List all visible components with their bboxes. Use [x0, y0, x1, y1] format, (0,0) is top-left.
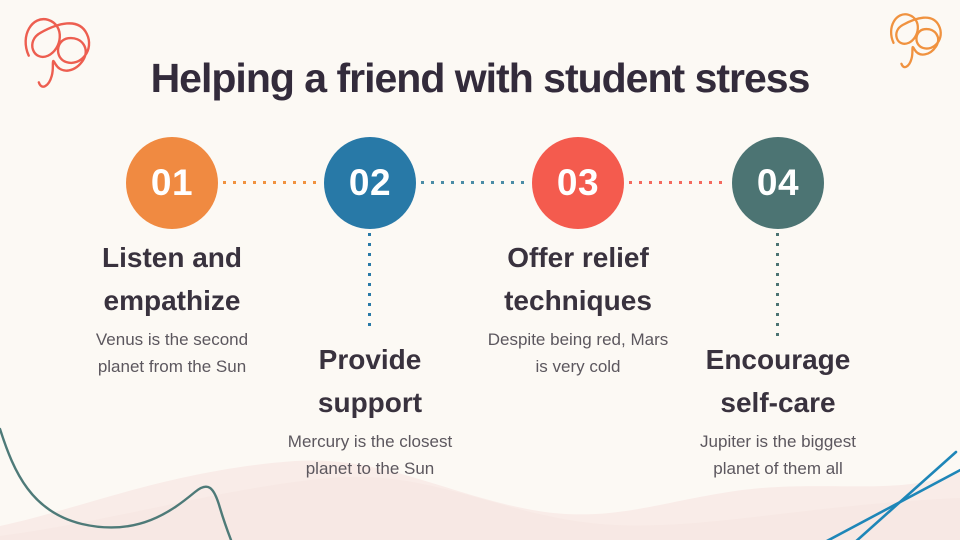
step-1-number-badge: 01 [126, 137, 218, 229]
step-3-title: Offer relief techniques [504, 242, 652, 316]
step-1-description: Venus is the second planet from the Sun [95, 330, 249, 376]
slide-title: Helping a friend with student stress [150, 55, 811, 101]
step-1-text-block: Listen and empathize Venus is the second… [67, 236, 277, 380]
step-3-number-badge: 03 [532, 137, 624, 229]
dotted-connector-2-down [368, 233, 371, 331]
step-2-number-badge: 02 [324, 137, 416, 229]
step-3-number: 03 [556, 162, 600, 203]
step-1-number: 01 [150, 162, 194, 203]
wave-line-icon [0, 427, 233, 540]
step-4-number: 04 [756, 162, 800, 203]
pink-hills-overlay-shape [0, 476, 960, 540]
step-2-description: Mercury is the closest planet to the Sun [287, 432, 453, 478]
step-3-text-block: Offer relief techniques Despite being re… [473, 236, 683, 380]
step-4-description: Jupiter is the biggest planet of them al… [700, 432, 856, 478]
step-4-text-block: Encourage self-care Jupiter is the bigge… [673, 338, 883, 482]
step-2-text-block: Provide support Mercury is the closest p… [265, 338, 475, 482]
step-2-title: Provide support [317, 344, 423, 418]
scribble-left-icon [24, 18, 91, 88]
step-1-title: Listen and empathize [101, 242, 242, 316]
dotted-connector-1-2 [223, 181, 321, 184]
step-4-title: Encourage self-care [705, 344, 851, 418]
step-4-number-badge: 04 [732, 137, 824, 229]
crossed-lines-icon [826, 450, 960, 540]
dotted-connector-3-4 [629, 181, 729, 184]
dotted-connector-2-3 [421, 181, 529, 184]
scribble-right-icon [889, 13, 942, 69]
step-2-number: 02 [348, 162, 392, 203]
dotted-connector-4-down [776, 233, 779, 337]
step-3-description: Despite being red, Mars is very cold [487, 330, 669, 376]
